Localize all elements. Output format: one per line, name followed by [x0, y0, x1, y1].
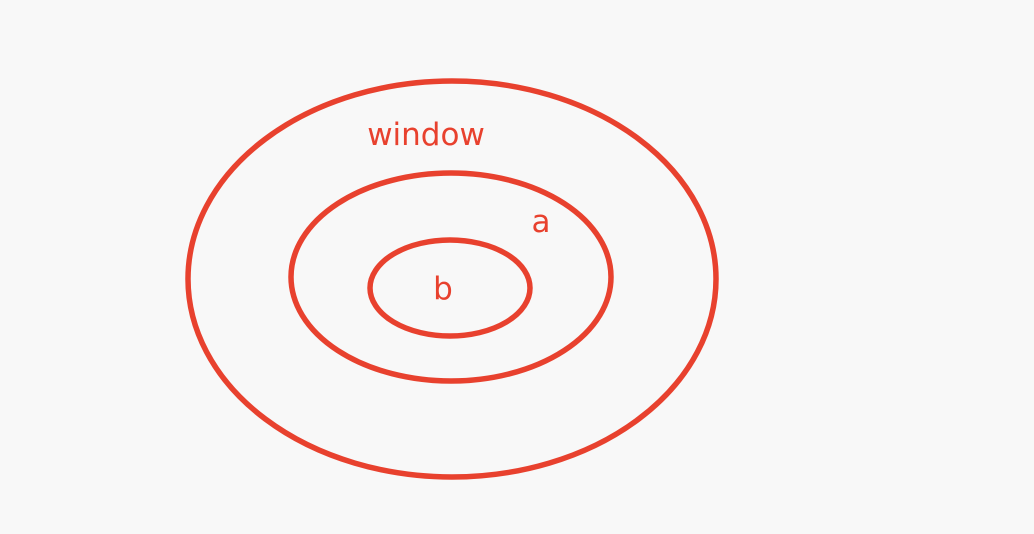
window-scope-ellipse	[185, 78, 719, 480]
a-scope-ellipse	[288, 170, 614, 384]
b-scope-label: b	[433, 271, 453, 307]
b-scope-ellipse	[367, 237, 533, 339]
window-scope-label: window	[367, 117, 485, 153]
a-scope-label: a	[532, 204, 551, 240]
